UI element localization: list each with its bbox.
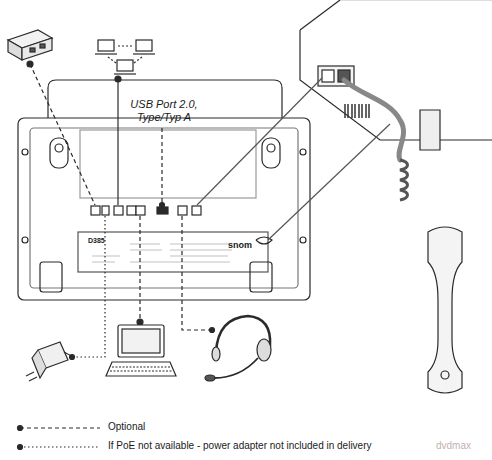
switch-icon xyxy=(8,30,52,60)
watermark: dvdmax xyxy=(436,440,488,452)
port-row xyxy=(91,206,201,215)
legend-samples xyxy=(18,426,101,450)
label-fine-print xyxy=(92,244,232,262)
type-label xyxy=(78,232,268,272)
power-adapter xyxy=(26,342,72,381)
screw xyxy=(300,149,306,155)
headset-icon xyxy=(205,316,271,381)
model-number: D385 xyxy=(88,237,128,245)
computer-icon xyxy=(106,325,176,376)
screw xyxy=(22,237,28,243)
handset-jack-inset xyxy=(300,0,492,200)
screw xyxy=(300,237,306,243)
wall-mount-slot xyxy=(262,138,280,168)
keyhole xyxy=(55,144,63,152)
handset-mouth xyxy=(441,371,449,379)
network-icon xyxy=(95,40,155,74)
rear-panel xyxy=(80,130,256,198)
keyhole xyxy=(267,144,275,152)
cable-leads xyxy=(27,61,390,360)
screw xyxy=(22,149,28,155)
rubber-foot xyxy=(40,262,62,292)
legend-dashed-sample xyxy=(20,427,100,428)
legend-text: If PoE not available - power adapter not… xyxy=(108,440,438,452)
legend-text: Optional xyxy=(108,421,438,433)
port-label: USB Port 2.0, Type/Typ A xyxy=(124,98,204,123)
brand-name: snom xyxy=(228,240,264,250)
rubber-foot xyxy=(250,262,272,292)
phone-body xyxy=(18,118,310,300)
phone-frame xyxy=(30,128,298,288)
legend-dotted-sample xyxy=(20,446,100,447)
handset xyxy=(428,227,462,393)
wall-mount-slot xyxy=(50,138,68,168)
